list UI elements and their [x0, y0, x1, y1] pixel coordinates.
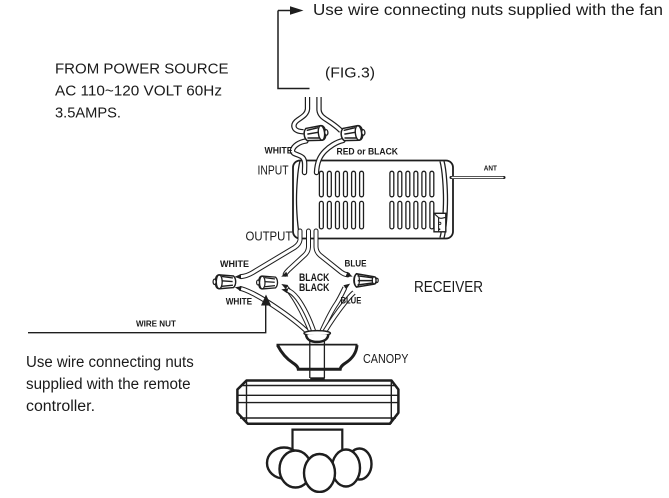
svg-text:(FIG.3): (FIG.3) — [325, 65, 375, 82]
svg-text:BLACK: BLACK — [299, 272, 329, 284]
svg-text:CANOPY: CANOPY — [363, 351, 409, 366]
svg-text:WIRE NUT: WIRE NUT — [136, 319, 177, 329]
svg-text:INPUT: INPUT — [258, 164, 289, 178]
svg-text:controller.: controller. — [26, 398, 95, 415]
svg-text:BLUE: BLUE — [341, 296, 362, 307]
svg-text:3.5AMPS.: 3.5AMPS. — [55, 105, 121, 122]
svg-text:WHITE: WHITE — [265, 146, 293, 157]
svg-text:ANT: ANT — [484, 164, 498, 173]
svg-text:AC 110~120 VOLT 60Hz: AC 110~120 VOLT 60Hz — [55, 83, 222, 100]
svg-text:BLUE: BLUE — [345, 259, 367, 270]
svg-text:OUTPUT: OUTPUT — [246, 230, 293, 244]
svg-text:RECEIVER: RECEIVER — [414, 279, 483, 296]
svg-text:FROM POWER SOURCE: FROM POWER SOURCE — [55, 61, 228, 78]
svg-text:WHITE: WHITE — [226, 297, 252, 308]
svg-text:BLACK: BLACK — [299, 282, 329, 294]
svg-text:RED or BLACK: RED or BLACK — [337, 147, 399, 158]
svg-text:Use wire connecting nuts: Use wire connecting nuts — [26, 354, 194, 371]
svg-text:Use wire connecting nuts suppl: Use wire connecting nuts supplied with t… — [313, 2, 663, 19]
svg-text:WHITE: WHITE — [220, 259, 249, 270]
svg-text:supplied with the remote: supplied with the remote — [26, 376, 191, 393]
